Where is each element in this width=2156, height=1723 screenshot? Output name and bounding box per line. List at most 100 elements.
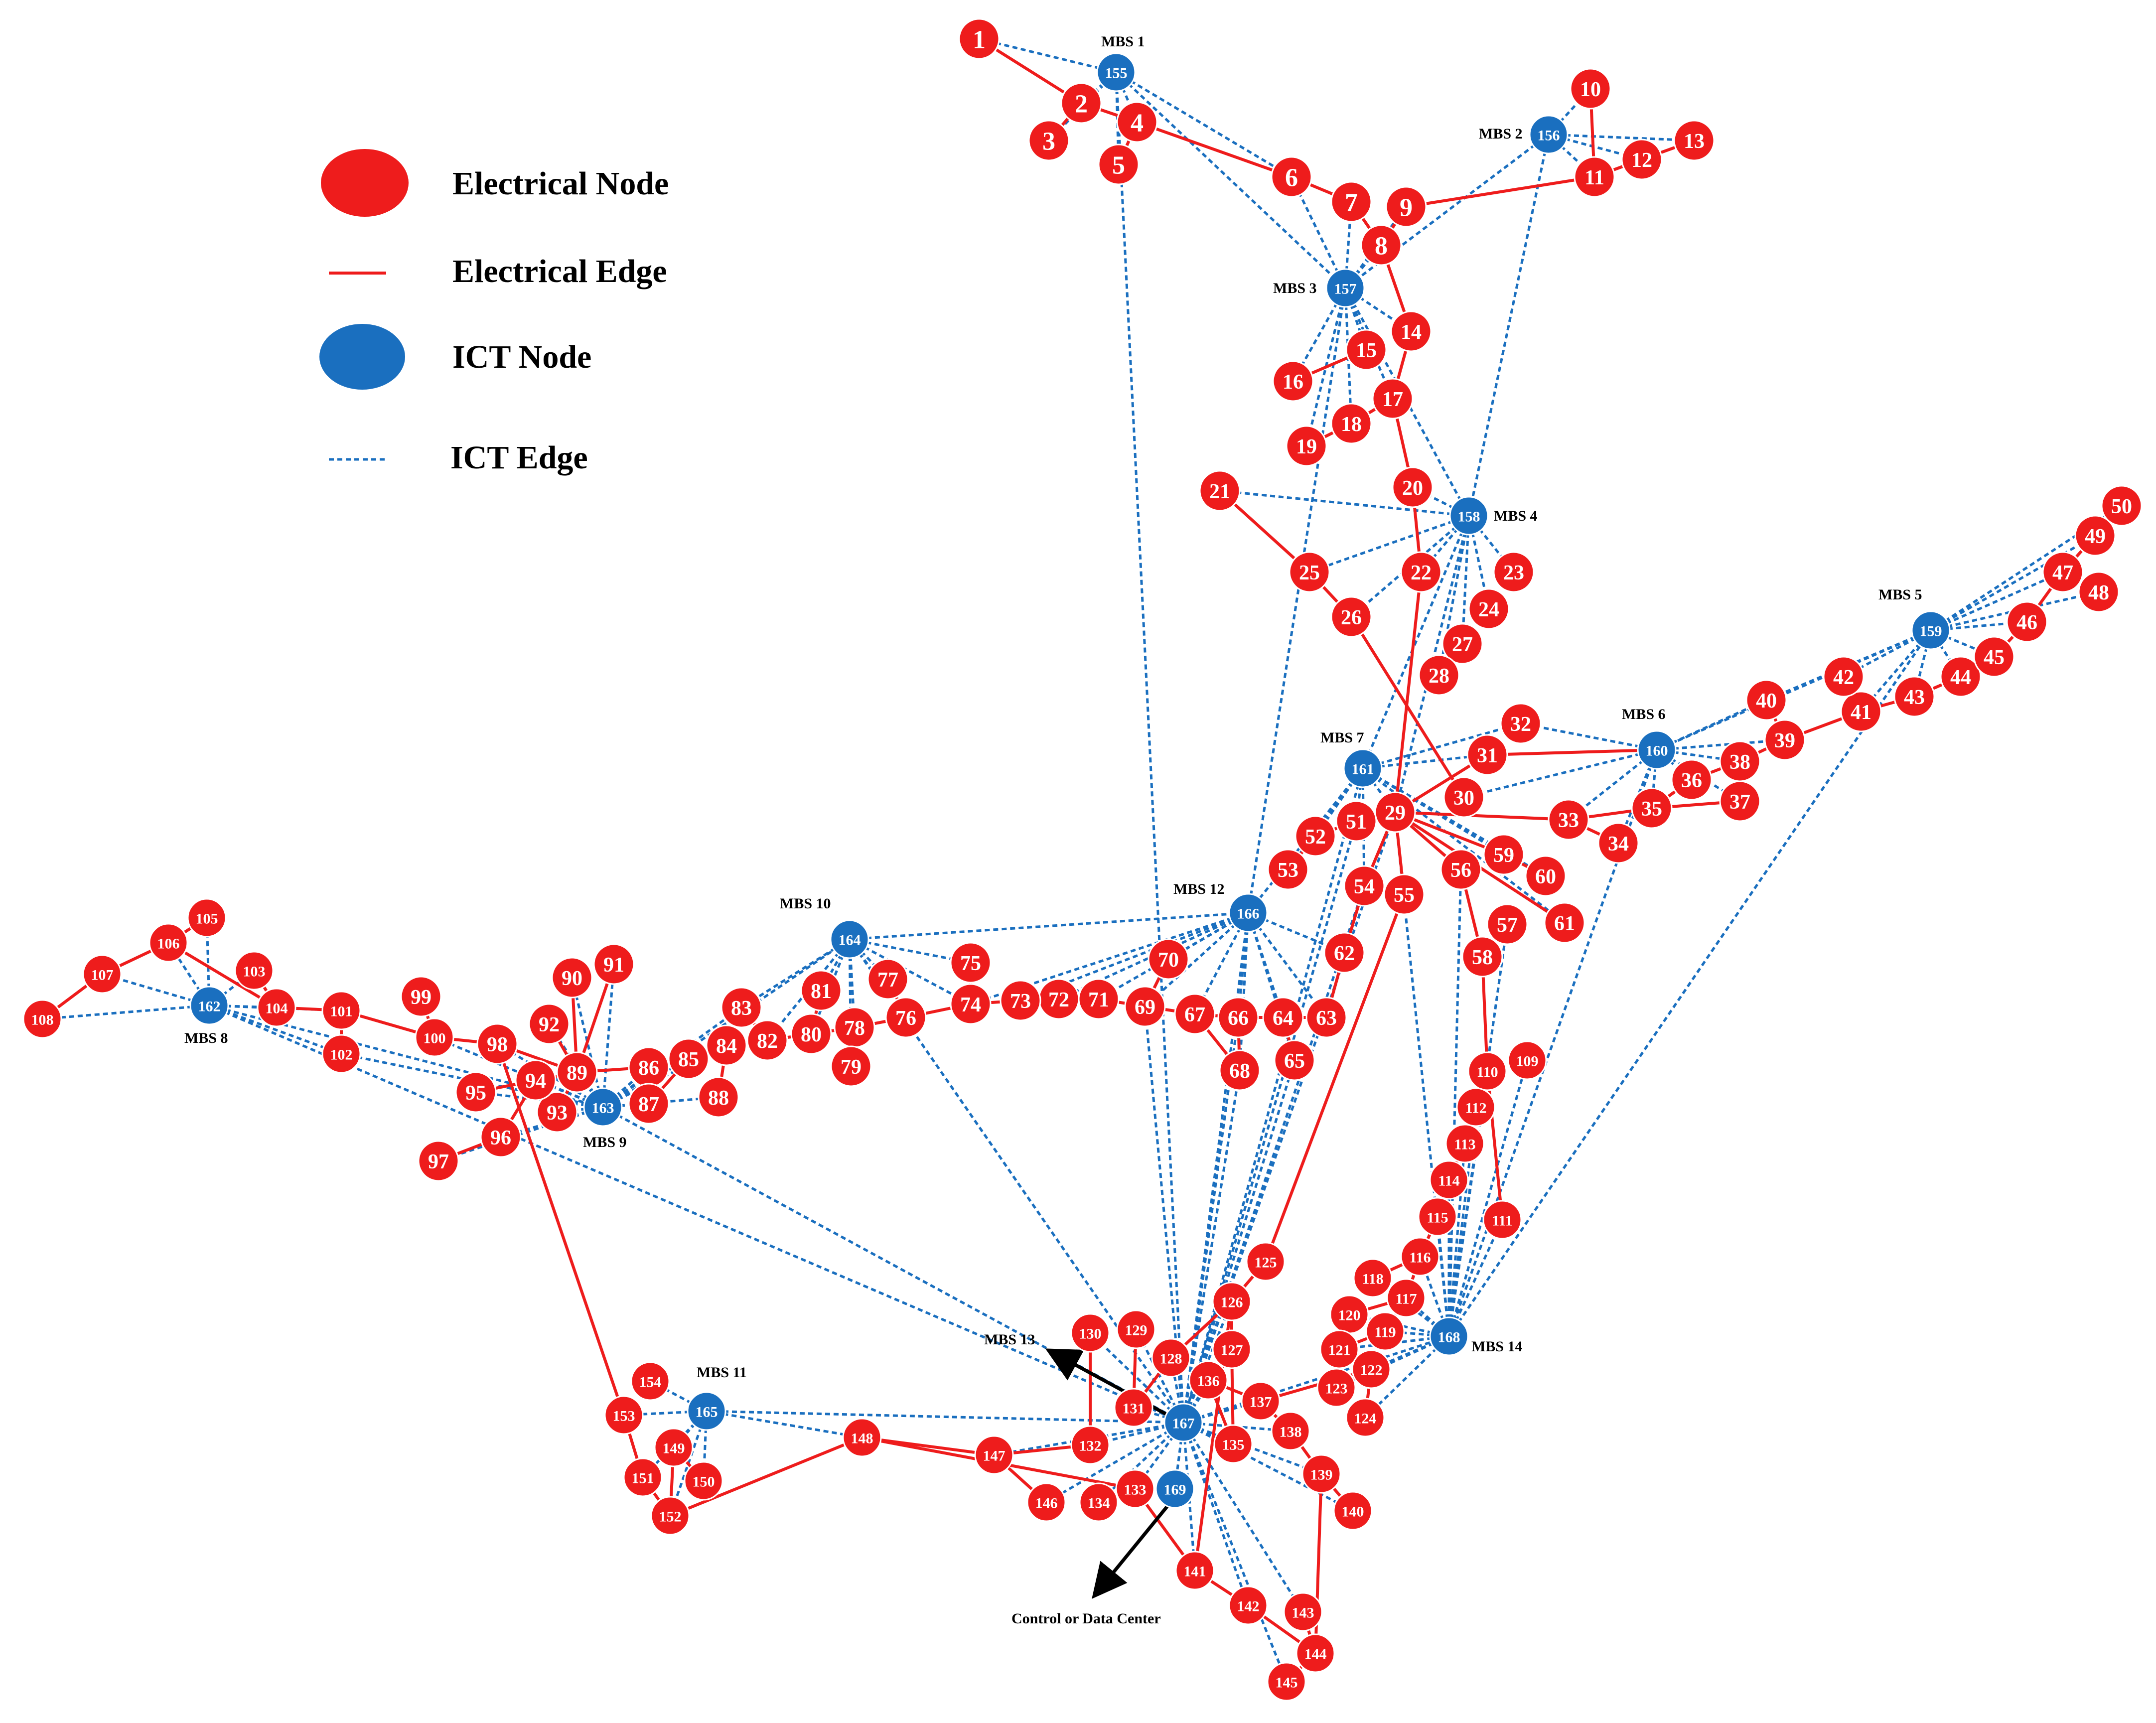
electrical-node-label-64: 64 — [1273, 1007, 1294, 1030]
ict-edge-159-47 — [1930, 571, 2064, 632]
electrical-node-label-39: 39 — [1774, 729, 1795, 752]
electrical-node-circle-24 — [1468, 588, 1510, 630]
electrical-node-label-68: 68 — [1229, 1060, 1250, 1083]
electrical-node-102: 102 — [321, 1034, 361, 1074]
electrical-node-label-120: 120 — [1338, 1307, 1361, 1324]
electrical-node-42: 42 — [1823, 656, 1865, 698]
electrical-node-circle-36 — [1671, 759, 1713, 801]
electrical-node-34: 34 — [1597, 822, 1639, 864]
electrical-node-label-47: 47 — [2052, 562, 2073, 584]
electrical-edge-98-153 — [496, 1043, 625, 1416]
electrical-node-label-142: 142 — [1237, 1598, 1260, 1615]
ict-node-157: 157 — [1325, 268, 1365, 308]
electrical-node-154: 154 — [630, 1361, 670, 1401]
ict-node-label-162: 162 — [198, 999, 221, 1015]
ict-edge-161-31 — [1362, 753, 1488, 770]
ict-edge-155-6 — [1115, 71, 1293, 178]
ict-node-circle-166 — [1228, 893, 1268, 933]
electrical-node-label-97: 97 — [428, 1150, 449, 1173]
mbs-label-163: MBS 9 — [583, 1134, 627, 1150]
electrical-node-circle-126 — [1212, 1282, 1252, 1321]
electrical-node-label-25: 25 — [1299, 562, 1320, 584]
electrical-node-140: 140 — [1333, 1491, 1373, 1531]
electrical-node-circle-137 — [1241, 1381, 1281, 1421]
ict-node-label-164: 164 — [839, 932, 861, 949]
ict-edge-157-166 — [1247, 287, 1347, 913]
electrical-node-label-4: 4 — [1131, 109, 1144, 138]
electrical-node-44: 44 — [1940, 656, 1982, 698]
electrical-node-96: 96 — [480, 1116, 522, 1158]
ict-edge-168-109 — [1447, 1060, 1529, 1337]
electrical-node-label-65: 65 — [1284, 1050, 1305, 1073]
electrical-node-label-48: 48 — [2088, 581, 2109, 604]
electrical-node-circle-61 — [1544, 902, 1585, 944]
annotation-arrows: MBS 13 Control or Data Center — [984, 1331, 1184, 1627]
electrical-node-circle-95 — [455, 1071, 497, 1113]
electrical-node-label-59: 59 — [1493, 844, 1514, 867]
electrical-node-circle-140 — [1333, 1491, 1373, 1531]
electrical-node-circle-113 — [1445, 1124, 1485, 1163]
electrical-node-circle-151 — [623, 1457, 663, 1497]
mbs-label-165: MBS 11 — [697, 1364, 747, 1381]
electrical-node-138: 138 — [1271, 1411, 1310, 1451]
electrical-node-label-85: 85 — [678, 1048, 699, 1071]
electrical-node-circle-11 — [1574, 156, 1615, 198]
ict-node-161: 161 — [1343, 748, 1383, 788]
ict-edge-156-13 — [1548, 133, 1695, 142]
electrical-node-label-33: 33 — [1558, 809, 1579, 832]
ict-node-circle-155 — [1096, 52, 1136, 92]
electrical-node-152: 152 — [650, 1496, 690, 1536]
electrical-node-9: 9 — [1385, 186, 1427, 228]
electrical-node-127: 127 — [1212, 1329, 1252, 1369]
electrical-node-label-132: 132 — [1079, 1438, 1102, 1454]
electrical-node-circle-55 — [1383, 873, 1425, 915]
electrical-node-label-21: 21 — [1209, 480, 1230, 503]
legend-electrical-edge-label: Electrical Edge — [452, 253, 667, 289]
ict-edge-167-145 — [1182, 1422, 1288, 1682]
electrical-node-27: 27 — [1441, 623, 1483, 665]
electrical-node-153: 153 — [604, 1395, 644, 1435]
electrical-node-label-58: 58 — [1472, 946, 1493, 969]
electrical-node-label-28: 28 — [1429, 665, 1449, 688]
electrical-node-label-151: 151 — [632, 1470, 654, 1487]
electrical-node-label-105: 105 — [196, 911, 218, 927]
electrical-node-circle-90 — [551, 957, 593, 999]
ict-node-167: 167 — [1163, 1403, 1203, 1442]
electrical-node-label-89: 89 — [567, 1062, 587, 1085]
electrical-node-label-76: 76 — [895, 1007, 916, 1030]
electrical-node-label-131: 131 — [1123, 1401, 1145, 1417]
electrical-node-35: 35 — [1631, 787, 1673, 829]
ict-edge-155-157 — [1115, 71, 1346, 289]
electrical-node-107: 107 — [82, 954, 122, 994]
electrical-node-143: 143 — [1283, 1592, 1323, 1632]
electrical-node-label-6: 6 — [1285, 164, 1298, 192]
electrical-edge-4-6 — [1136, 121, 1293, 178]
electrical-node-label-67: 67 — [1184, 1004, 1205, 1026]
electrical-node-circle-153 — [604, 1395, 644, 1435]
electrical-node-5: 5 — [1098, 144, 1140, 185]
electrical-node-circle-82 — [746, 1019, 788, 1061]
electrical-node-12: 12 — [1621, 139, 1663, 180]
electrical-node-circle-21 — [1199, 470, 1241, 512]
ict-edge-162-167 — [209, 1004, 1184, 1424]
electrical-node-circle-22 — [1400, 551, 1442, 593]
electrical-node-circle-4 — [1116, 101, 1158, 143]
electrical-node-circle-75 — [950, 942, 992, 984]
electrical-node-label-71: 71 — [1088, 989, 1109, 1011]
ict-edge-160-32 — [1520, 722, 1657, 751]
electrical-node-40: 40 — [1745, 679, 1787, 721]
electrical-node-circle-43 — [1893, 676, 1935, 718]
electrical-node-label-1: 1 — [973, 26, 986, 54]
electrical-node-87: 87 — [628, 1083, 670, 1125]
electrical-node-146: 146 — [1026, 1482, 1066, 1522]
electrical-node-92: 92 — [528, 1003, 570, 1045]
electrical-node-label-121: 121 — [1328, 1342, 1351, 1359]
electrical-node-circle-99 — [400, 976, 442, 1017]
electrical-node-circle-45 — [1973, 636, 2015, 678]
ict-edge-160-39 — [1656, 738, 1785, 751]
electrical-node-label-15: 15 — [1356, 339, 1377, 362]
electrical-node-circle-18 — [1330, 403, 1372, 444]
ict-node-circle-162 — [189, 986, 229, 1025]
electrical-node-circle-73 — [1000, 980, 1041, 1021]
